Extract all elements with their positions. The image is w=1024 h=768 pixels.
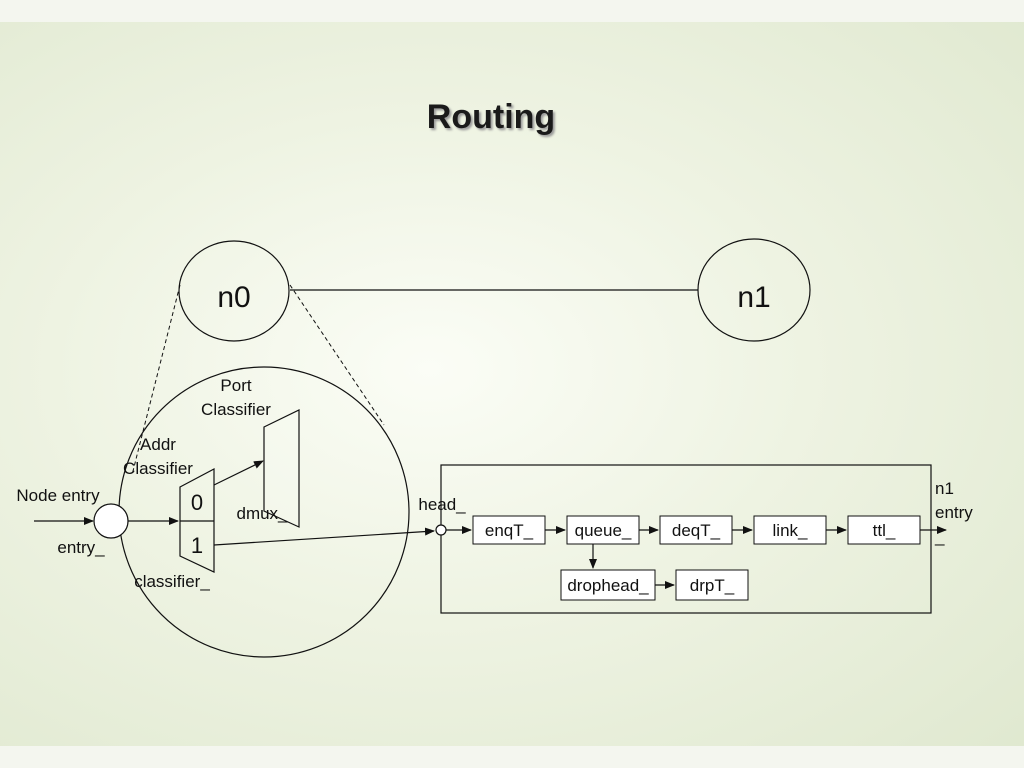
n1-entry-label-line2: entry bbox=[935, 503, 973, 522]
classifier-slot-0: 0 bbox=[191, 490, 203, 515]
n1-entry-label-line1: n1 bbox=[935, 479, 954, 498]
entry-point bbox=[93, 503, 129, 539]
addr-classifier-label-line2: Classifier bbox=[123, 459, 193, 478]
queue-block: queue_ bbox=[566, 515, 640, 545]
enqT-block: enqT_ bbox=[472, 515, 546, 545]
link-block: link_ bbox=[753, 515, 827, 545]
slide-title: Routing bbox=[426, 98, 556, 136]
slot0-to-dmux-arrow bbox=[213, 460, 264, 486]
node-n0: n0 bbox=[178, 240, 290, 342]
addr-classifier-label-line1: Addr bbox=[140, 435, 176, 454]
head-point bbox=[435, 524, 447, 536]
deqT-block: deqT_ bbox=[659, 515, 733, 545]
node-n1-label: n1 bbox=[737, 281, 770, 314]
classifier-slot-1: 1 bbox=[191, 533, 203, 558]
zoom-line-left bbox=[131, 284, 181, 476]
ttl-block: ttl_ bbox=[847, 515, 921, 545]
drpT-label: drpT_ bbox=[690, 576, 735, 595]
port-classifier-label-line2: Classifier bbox=[201, 400, 271, 419]
link-label: link_ bbox=[773, 521, 809, 540]
port-classifier-label-line1: Port bbox=[220, 376, 251, 395]
deqT-label: deqT_ bbox=[672, 521, 721, 540]
bottom-strip-mask bbox=[0, 746, 1024, 768]
queue-label: queue_ bbox=[575, 521, 632, 540]
head-label: head_ bbox=[418, 495, 466, 514]
top-strip-mask bbox=[0, 0, 1024, 22]
link-container bbox=[440, 464, 932, 614]
enqT-label: enqT_ bbox=[485, 521, 534, 540]
drpT-block: drpT_ bbox=[675, 569, 749, 601]
n1-entry-label-line3: _ bbox=[934, 527, 945, 546]
classifier-block bbox=[179, 468, 215, 573]
entry-label: entry_ bbox=[57, 538, 105, 557]
drophead-label: drophead_ bbox=[567, 576, 649, 595]
slot1-to-link-arrow bbox=[213, 527, 435, 546]
drophead-block: drophead_ bbox=[560, 569, 656, 601]
ttl-label: ttl_ bbox=[873, 521, 896, 540]
zoom-line-right bbox=[289, 284, 385, 426]
dmux-block bbox=[263, 409, 300, 528]
node-entry-label: Node entry bbox=[16, 486, 100, 505]
node-n0-label: n0 bbox=[217, 281, 250, 314]
node-n1: n1 bbox=[697, 238, 811, 342]
dmux-label: dmux_ bbox=[236, 504, 288, 523]
classifier-label: classifier_ bbox=[134, 572, 210, 591]
